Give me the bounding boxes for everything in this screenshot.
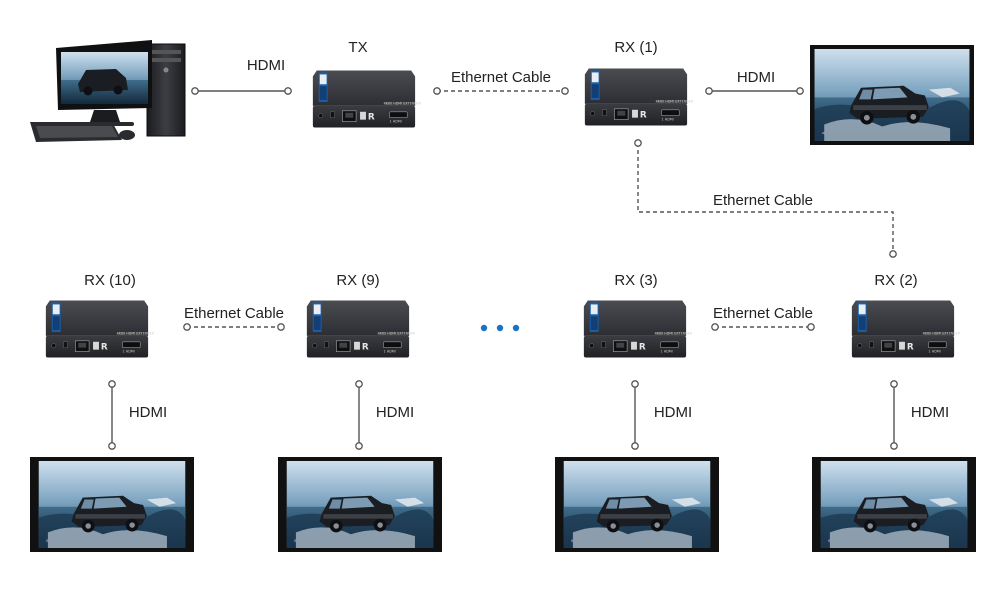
- computer: [30, 40, 186, 142]
- monitor-rx3: [555, 457, 719, 552]
- link-label-rx3-rx2: Ethernet Cable: [713, 305, 813, 322]
- rx9-device: [306, 299, 415, 359]
- rx1-label: RX (1): [614, 39, 657, 56]
- tx-device: [312, 69, 421, 129]
- link-label-rx10-rx9: Ethernet Cable: [184, 305, 284, 322]
- rx3-label: RX (3): [614, 272, 657, 289]
- monitor-rx9: [278, 457, 442, 552]
- link-label-rx3-monitor: HDMI: [654, 404, 692, 421]
- monitor-rx1: [810, 45, 974, 145]
- link-label-pc-tx: HDMI: [247, 57, 285, 74]
- rx3-device: [583, 299, 692, 359]
- link-label-tx-rx1: Ethernet Cable: [451, 69, 551, 86]
- rx10-device: [45, 299, 154, 359]
- connector-points: [108, 87, 898, 450]
- link-label-rx2-monitor: HDMI: [911, 404, 949, 421]
- ethernet-line-rx1-rx2: [637, 143, 894, 254]
- link-label-rx9-monitor: HDMI: [376, 404, 414, 421]
- ellipsis-dots: [480, 324, 520, 332]
- monitor-rx2: [812, 457, 976, 552]
- rx1-device: [584, 67, 693, 127]
- link-label-rx1-monitor: HDMI: [737, 69, 775, 86]
- tx-label: TX: [348, 39, 367, 56]
- rx2-label: RX (2): [874, 272, 917, 289]
- rx9-label: RX (9): [336, 272, 379, 289]
- link-label-rx1-rx2: Ethernet Cable: [713, 192, 813, 209]
- rx2-device: [851, 299, 960, 359]
- rx10-label: RX (10): [84, 272, 136, 289]
- link-label-rx10-monitor: HDMI: [129, 404, 167, 421]
- monitor-rx10: [30, 457, 194, 552]
